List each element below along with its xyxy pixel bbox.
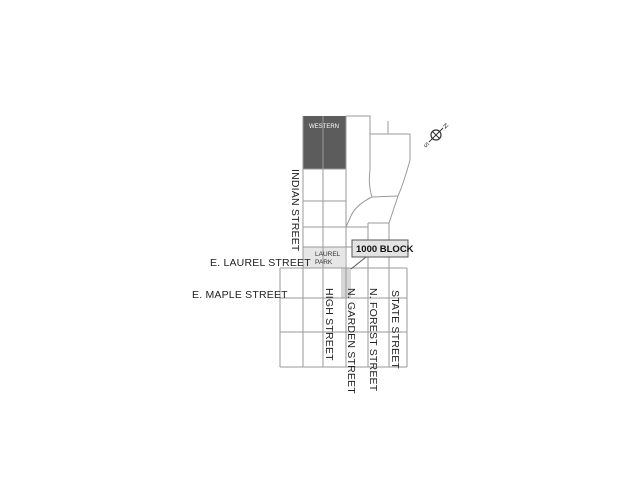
laurel-park-label-line1: LAUREL [315, 251, 341, 258]
western-label: WESTERN [309, 124, 339, 130]
n-forest-street-label: N. FOREST STREET [367, 288, 379, 392]
western-block [303, 116, 346, 169]
callout-pointer [350, 256, 367, 270]
callout: 1000 BLOCK [350, 239, 414, 270]
callout-label: 1000 BLOCK [356, 244, 414, 255]
compass-icon: N S [422, 122, 450, 150]
e-maple-street-label: E. MAPLE STREET [192, 289, 288, 301]
high-street-label: HIGH STREET [323, 288, 335, 361]
compass-north-letter: N [441, 122, 449, 130]
state-street-label: STATE STREET [389, 290, 401, 369]
callout-box [351, 239, 409, 258]
connector-line [371, 195, 399, 198]
laurel-park-label-line2: PARK [315, 259, 333, 266]
east-road-line [370, 133, 411, 247]
n-garden-street-label: N. GARDEN STREET [345, 288, 357, 394]
e-laurel-street-label: E. LAUREL STREET [210, 257, 311, 269]
laurel-park [303, 247, 345, 268]
river-road-line [345, 115, 373, 228]
indian-street-label: INDIAN STREET [289, 169, 301, 252]
street-grid [279, 115, 411, 368]
compass-south-letter: S [422, 141, 430, 149]
